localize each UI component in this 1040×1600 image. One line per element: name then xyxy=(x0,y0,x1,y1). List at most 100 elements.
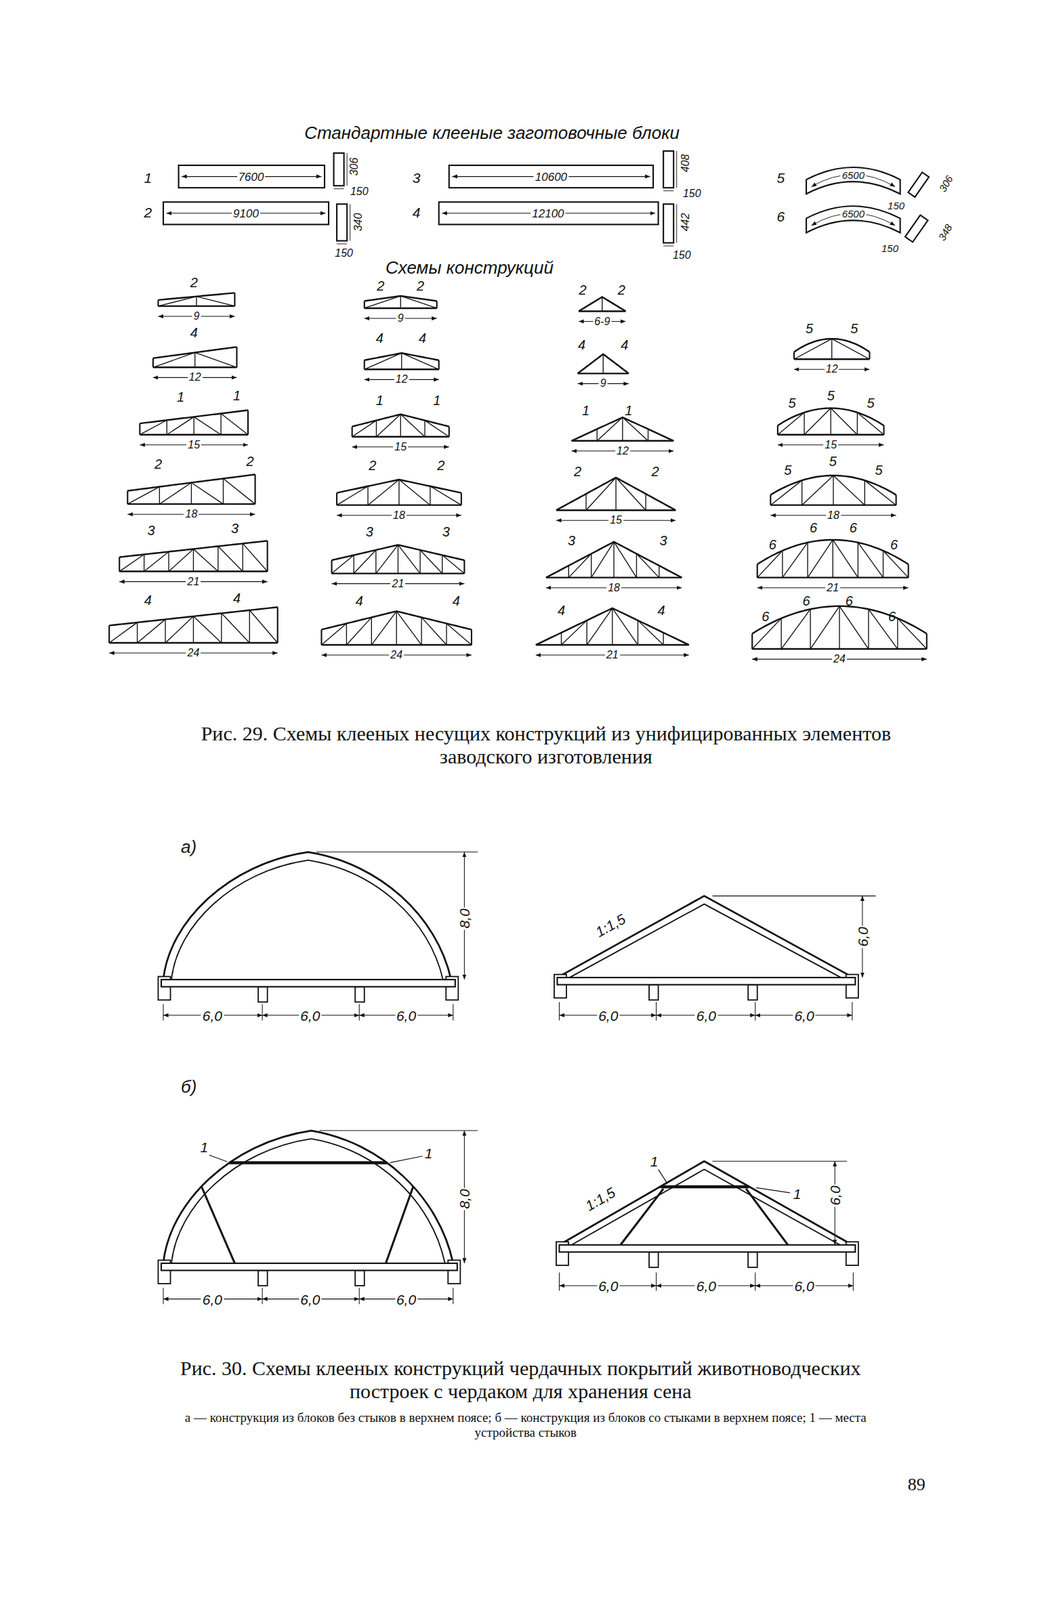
end-post xyxy=(157,300,159,307)
web-post xyxy=(193,616,194,643)
extension-line xyxy=(359,1004,360,1021)
drawing-label: 6 xyxy=(845,594,854,608)
web-diagonal xyxy=(612,608,639,646)
web-post xyxy=(398,479,400,506)
web-diagonal xyxy=(157,296,196,307)
drawing-label: 1:1,5 xyxy=(592,911,628,940)
dimension-line xyxy=(334,188,345,190)
drawing-label: 18 xyxy=(184,508,200,520)
drawing-label: Схемы конструкций xyxy=(385,258,554,277)
end-post xyxy=(351,426,353,438)
web-post xyxy=(445,623,447,646)
drawing-label: 2 xyxy=(368,458,377,473)
end-post xyxy=(436,300,438,309)
web-post xyxy=(882,550,884,578)
extension-line xyxy=(359,1287,360,1305)
end-post xyxy=(460,493,463,506)
drawing-label: 150 xyxy=(682,188,702,200)
web-diagonal xyxy=(648,428,675,441)
drawing-label: 18 xyxy=(825,510,841,522)
web-diagonal xyxy=(119,554,144,572)
post xyxy=(747,1252,758,1268)
end-post xyxy=(363,360,366,370)
end-post xyxy=(882,425,885,435)
extension-line xyxy=(262,1004,263,1021)
web-diagonal xyxy=(586,608,613,646)
drawing-label: 1 xyxy=(376,393,384,408)
web-post xyxy=(400,296,402,309)
web-post xyxy=(864,480,866,506)
web-diagonal xyxy=(596,417,623,442)
web-post xyxy=(615,477,616,511)
drawing-label: 6 xyxy=(777,209,786,224)
drawing-label: 150 xyxy=(350,186,369,198)
web-diagonal xyxy=(602,354,629,374)
web-diagonal xyxy=(591,542,614,578)
web-post xyxy=(401,352,402,370)
block-section xyxy=(907,172,929,198)
arch-chord xyxy=(171,1138,446,1264)
drawing-label: 8,0 xyxy=(457,907,472,930)
drawing-label: 4 xyxy=(657,603,666,618)
leader-line xyxy=(756,1187,790,1194)
web-post xyxy=(662,632,664,646)
drawing-label: 1 xyxy=(424,1146,433,1161)
web-diagonal xyxy=(195,352,238,368)
web-diagonal xyxy=(321,623,347,646)
end-post xyxy=(926,633,928,650)
end-post xyxy=(118,556,120,572)
drawing-label: 2 xyxy=(651,464,660,479)
drawing-label: 15 xyxy=(608,514,624,526)
rafter xyxy=(558,1161,852,1246)
web-diagonal xyxy=(400,296,437,309)
drawing-label: 9 xyxy=(192,310,202,322)
drawing-label: 2 xyxy=(376,279,385,293)
drawing-label: 24 xyxy=(186,647,202,659)
strut xyxy=(620,1189,664,1246)
leader-line xyxy=(209,1155,228,1162)
web-diagonal xyxy=(168,548,194,572)
extension-line xyxy=(655,1272,657,1291)
drawing-label: 1 xyxy=(144,170,153,185)
end-post xyxy=(756,564,759,578)
web-diagonal xyxy=(376,414,401,438)
web-post xyxy=(191,483,192,505)
web-post xyxy=(242,543,244,572)
web-diagonal xyxy=(568,553,591,578)
web-post xyxy=(647,428,649,441)
web-post xyxy=(371,617,372,646)
drawing-label: 24 xyxy=(832,653,847,665)
web-post xyxy=(830,408,832,435)
extension-line xyxy=(452,1287,454,1305)
strut xyxy=(385,1187,414,1264)
dimension-line xyxy=(676,203,677,243)
web-diagonal xyxy=(613,542,637,578)
drawing-label: 6,0 xyxy=(201,1008,224,1023)
drawing-label: 5 xyxy=(783,463,792,477)
drawing-label: 5 xyxy=(866,396,875,410)
web-post xyxy=(780,618,782,650)
post xyxy=(649,985,659,1001)
web-post xyxy=(396,611,398,646)
drawing-label: 3 xyxy=(231,521,239,536)
drawing-label: 6,0 xyxy=(792,1279,816,1294)
block-section xyxy=(905,214,929,242)
drawing-label: 3 xyxy=(365,525,374,539)
drawing-label: 21 xyxy=(390,578,406,590)
web-post xyxy=(590,553,592,578)
drawing-label: 2 xyxy=(416,279,425,293)
web-diagonal xyxy=(645,493,676,511)
drawing-label: 12 xyxy=(187,371,203,383)
tie-beam xyxy=(161,979,456,988)
web-diagonal xyxy=(637,620,664,646)
web-diagonal xyxy=(220,413,248,435)
web-diagonal xyxy=(810,606,840,650)
drawing-label: 5 xyxy=(827,388,835,403)
drawing-label: 5 xyxy=(850,321,858,336)
arch-chord xyxy=(171,860,444,980)
drawing-label: 6,0 xyxy=(792,1008,816,1023)
web-post xyxy=(602,354,604,374)
top-chord xyxy=(578,296,626,311)
web-post xyxy=(159,487,160,505)
tie-beam xyxy=(556,977,856,986)
